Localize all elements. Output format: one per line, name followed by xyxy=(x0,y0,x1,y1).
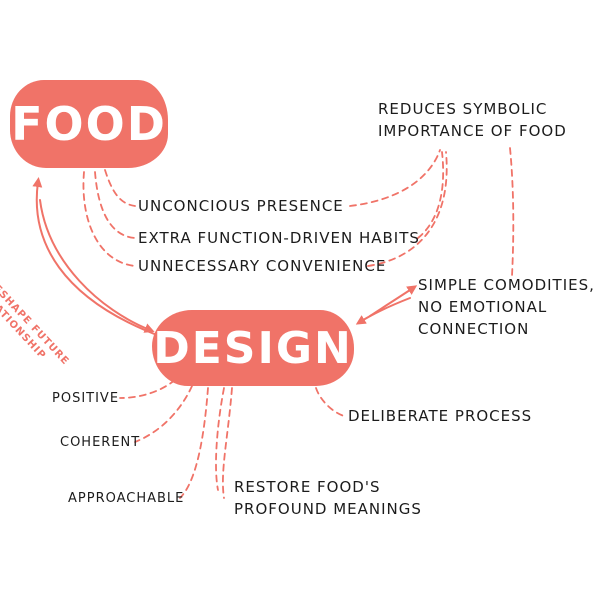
dash-design-deliberate xyxy=(315,387,345,417)
deliberate-process-label: DELIBERATE PROCESS xyxy=(348,407,533,425)
dash-design-restore-2 xyxy=(215,387,225,491)
dash-food-extra xyxy=(94,171,136,239)
simple-commodities-line-2: NO EMOTIONAL xyxy=(418,298,548,316)
positive-label: POSITIVE xyxy=(52,391,120,406)
extra-function-label: EXTRA FUNCTION-DRIVEN HABITS xyxy=(138,229,420,247)
dash-food-convenience xyxy=(82,171,136,267)
dash-symbolic-commodities xyxy=(509,147,515,277)
reduces-symbolic-line-1: REDUCES SYMBOLIC xyxy=(378,100,548,118)
arrow-commodities-to-design xyxy=(355,297,411,325)
dash-design-restore xyxy=(222,387,233,499)
arrow-design-to-food xyxy=(32,177,166,339)
arrow-design-to-commodities xyxy=(369,285,418,317)
simple-commodities-line-3: CONNECTION xyxy=(418,320,530,338)
dash-food-unconscious xyxy=(104,169,136,207)
restore-line-1: RESTORE FOOD'S xyxy=(234,478,381,496)
food-node-label: FOOD xyxy=(11,97,167,151)
dash-design-positive xyxy=(119,379,176,399)
reduces-symbolic-line-2: IMPORTANCE OF FOOD xyxy=(378,122,567,140)
coherent-label: COHERENT xyxy=(60,435,141,450)
food-node: FOOD xyxy=(10,80,168,168)
design-node-label: DESIGN xyxy=(153,322,353,374)
approachable-label: APPROACHABLE xyxy=(68,491,185,506)
restore-meanings-label: RESTORE FOOD'S PROFOUND MEANINGS xyxy=(234,476,422,520)
unconscious-presence-label: UNCONCIOUS PRESENCE xyxy=(138,197,344,215)
dash-extra-symbolic xyxy=(417,151,445,239)
restore-line-2: PROFOUND MEANINGS xyxy=(234,500,422,518)
dash-design-approachable xyxy=(179,387,209,499)
reduces-symbolic-label: REDUCES SYMBOLIC IMPORTANCE OF FOOD xyxy=(378,98,567,142)
dash-convenience-symbolic xyxy=(367,151,448,267)
design-node: DESIGN xyxy=(152,310,354,386)
dash-unconscious-symbolic xyxy=(349,149,441,207)
unnecessary-convenience-label: UNNECESSARY CONVENIENCE xyxy=(138,257,387,275)
simple-commodities-label: SIMPLE COMODITIES, NO EMOTIONAL CONNECTI… xyxy=(418,274,595,340)
arrow-food-to-design xyxy=(39,199,155,333)
simple-commodities-line-1: SIMPLE COMODITIES, xyxy=(418,276,595,294)
